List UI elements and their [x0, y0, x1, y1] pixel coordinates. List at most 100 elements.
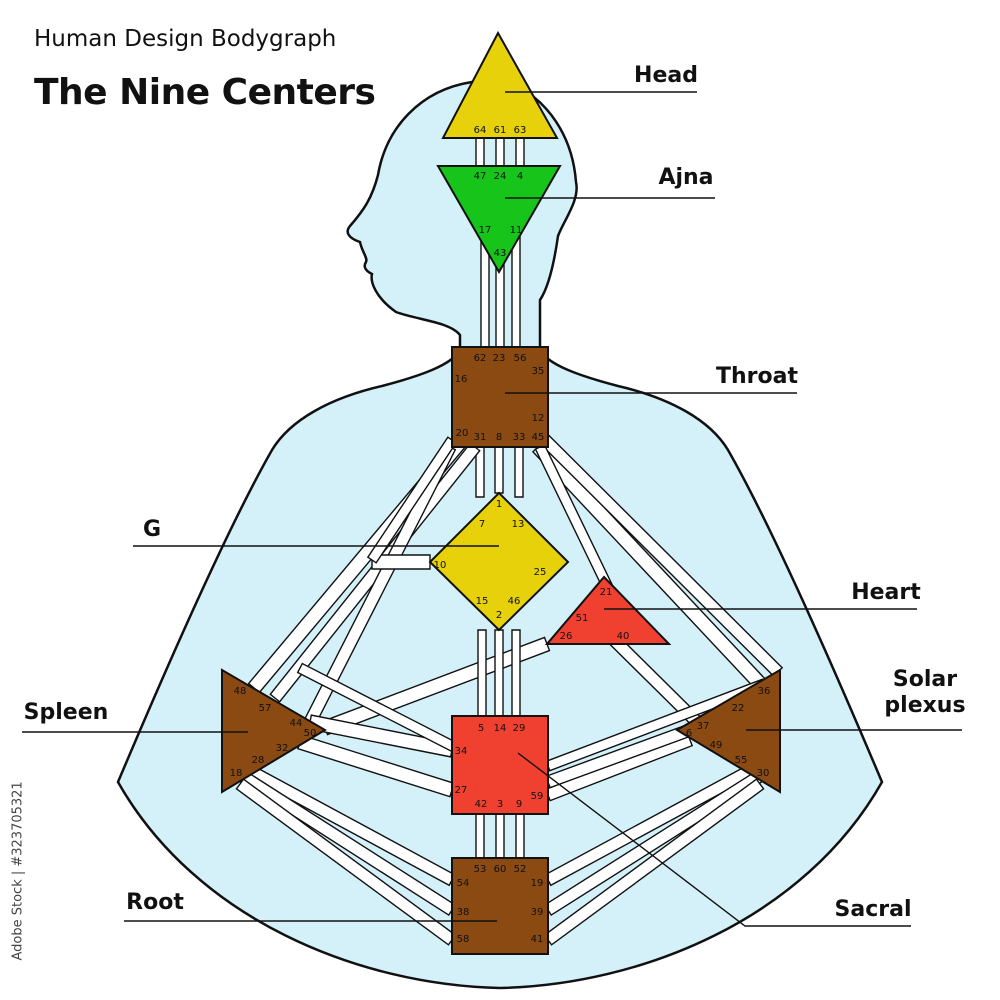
gate-4: 4	[517, 171, 523, 182]
gate-38: 38	[457, 907, 470, 918]
channel-26	[494, 629, 504, 717]
label-spleen: Spleen	[24, 700, 109, 725]
gate-15: 15	[476, 596, 489, 607]
center-sacral-shape	[451, 715, 549, 815]
channel-3	[515, 137, 525, 167]
center-head-shape	[441, 30, 559, 139]
gate-61: 61	[494, 125, 507, 136]
gate-48: 48	[234, 686, 247, 697]
gate-19: 19	[531, 878, 544, 889]
label-throat: Throat	[716, 364, 798, 389]
gate-7: 7	[479, 519, 485, 530]
gate-27: 27	[455, 785, 468, 796]
gate-5: 5	[478, 723, 484, 734]
gate-46: 46	[508, 596, 521, 607]
gate-43: 43	[494, 248, 507, 259]
gate-47: 47	[474, 171, 487, 182]
gate-34: 34	[455, 746, 468, 757]
label-leaders-layer	[22, 91, 962, 927]
gate-57: 57	[259, 703, 272, 714]
gate-20: 20	[456, 428, 469, 439]
channel-29	[495, 813, 505, 859]
gate-2: 2	[496, 610, 502, 621]
gate-32: 32	[276, 743, 289, 754]
gate-29: 29	[513, 723, 526, 734]
label-root: Root	[126, 890, 184, 915]
gate-33: 33	[513, 432, 526, 443]
label-head: Head	[634, 63, 698, 88]
channel-8	[494, 446, 504, 494]
gate-22: 22	[732, 703, 745, 714]
gate-44: 44	[290, 718, 303, 729]
gate-14: 14	[494, 723, 507, 734]
gate-31: 31	[474, 432, 487, 443]
gate-54: 54	[457, 878, 470, 889]
channels-layer	[226, 137, 784, 946]
center-spleen-shape	[221, 668, 327, 794]
gate-13: 13	[512, 519, 525, 530]
gate-45: 45	[532, 432, 545, 443]
gate-62: 62	[474, 353, 487, 364]
gate-1: 1	[496, 499, 502, 510]
gate-26: 26	[560, 631, 573, 642]
gate-64: 64	[474, 125, 487, 136]
channel-9	[514, 446, 524, 498]
gate-51: 51	[576, 613, 589, 624]
gate-63: 63	[514, 125, 527, 136]
gate-12: 12	[532, 413, 545, 424]
channel-2	[495, 137, 505, 167]
gate-24: 24	[494, 171, 507, 182]
channel-6	[511, 234, 521, 348]
gate-18: 18	[230, 768, 243, 779]
label-ajna: Ajna	[658, 165, 713, 190]
gate-40: 40	[617, 631, 630, 642]
gate-9: 9	[516, 799, 522, 810]
diagram-subtitle: Human Design Bodygraph	[34, 26, 337, 52]
gate-37: 37	[697, 721, 710, 732]
gate-55: 55	[735, 755, 748, 766]
gate-35: 35	[532, 366, 545, 377]
channel-1	[475, 137, 485, 167]
center-throat-shape	[451, 346, 549, 448]
center-g-shape	[428, 491, 570, 632]
channel-25	[477, 629, 487, 717]
gate-56: 56	[514, 353, 527, 364]
gate-30: 30	[757, 768, 770, 779]
gate-50: 50	[304, 728, 317, 739]
gate-8: 8	[496, 432, 502, 443]
channel-16	[371, 554, 431, 570]
gate-36: 36	[758, 686, 771, 697]
gate-17: 17	[479, 225, 492, 236]
gate-16: 16	[455, 374, 468, 385]
label-g: G	[143, 517, 161, 542]
diagram-title: The Nine Centers	[34, 72, 376, 113]
gate-3: 3	[497, 799, 503, 810]
center-head[interactable]: 64 61 63	[441, 30, 559, 139]
label-heart: Heart	[851, 580, 921, 605]
gate-39: 39	[531, 907, 544, 918]
channel-17	[366, 436, 458, 564]
center-solar-shape	[675, 668, 781, 794]
gate-28: 28	[252, 755, 265, 766]
gate-25: 25	[534, 567, 547, 578]
channel-11	[269, 442, 481, 703]
gate-59: 59	[531, 791, 544, 802]
gate-23: 23	[493, 353, 506, 364]
channel-36	[543, 778, 765, 946]
gate-41: 41	[531, 934, 544, 945]
center-ajna-shape	[436, 165, 562, 275]
center-throat[interactable]: 62 23 56 35 16 12 20 31 8 33 45	[451, 346, 549, 448]
channel-30	[515, 813, 525, 859]
gate-58: 58	[457, 934, 470, 945]
channel-27	[511, 629, 521, 717]
